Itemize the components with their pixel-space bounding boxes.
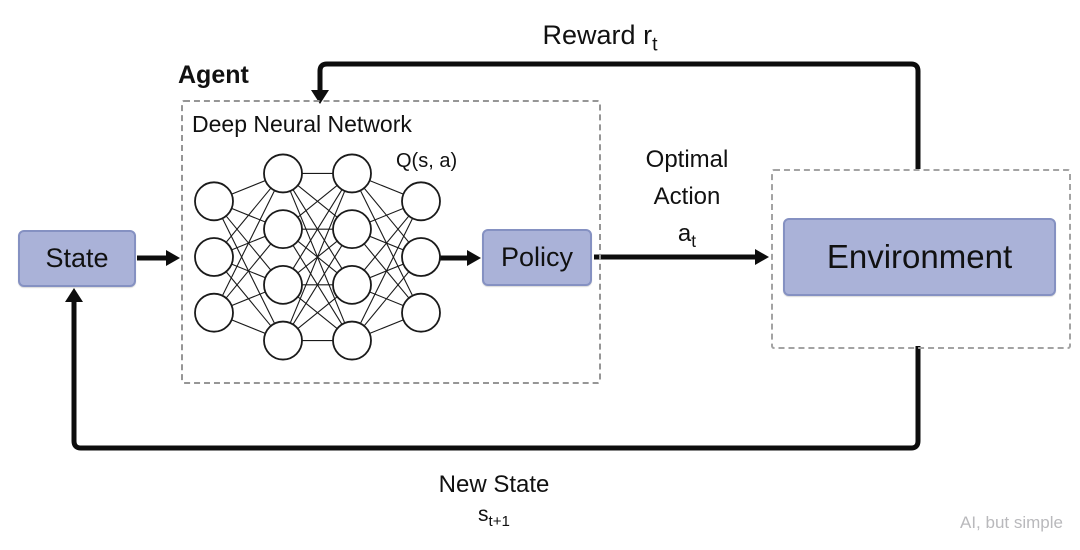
new-state-label: New State st+1 <box>394 470 594 530</box>
agent-boundary-box <box>181 100 601 384</box>
policy-box: Policy <box>482 229 592 286</box>
reward-label-text: Reward r <box>542 20 653 50</box>
q-value-label: Q(s, a) <box>396 150 458 172</box>
state-to-agent-arrowhead-icon <box>166 250 180 266</box>
environment-box-label: Environment <box>826 238 1013 275</box>
new-state-text: New State <box>438 471 550 498</box>
reward-label: Reward rt <box>460 20 740 54</box>
policy-box-label: Policy <box>500 242 574 272</box>
optimal-action-label: Optimal Action at <box>612 141 762 252</box>
new-state-symbol-base: s <box>478 503 489 526</box>
new-state-symbol: st+1 <box>394 500 594 530</box>
agent-label: Agent <box>178 61 249 89</box>
new-state-symbol-subscript: t+1 <box>488 513 510 531</box>
optimal-action-line1: Optimal <box>645 146 729 173</box>
watermark: AI, but simple <box>960 513 1063 532</box>
environment-boundary-box <box>771 169 1071 349</box>
optimal-action-symbol-subscript: t <box>691 230 697 251</box>
state-box-label: State <box>45 243 109 273</box>
environment-box: Environment <box>783 218 1056 296</box>
deep-neural-network-label: Deep Neural Network <box>192 111 412 137</box>
reward-label-subscript: t <box>652 33 658 56</box>
optimal-action-symbol: at <box>612 215 762 252</box>
optimal-action-symbol-base: a <box>677 220 692 247</box>
optimal-action-line2: Action <box>653 183 721 210</box>
state-box: State <box>18 230 136 287</box>
new-state-arrowhead-up-icon <box>65 288 83 302</box>
